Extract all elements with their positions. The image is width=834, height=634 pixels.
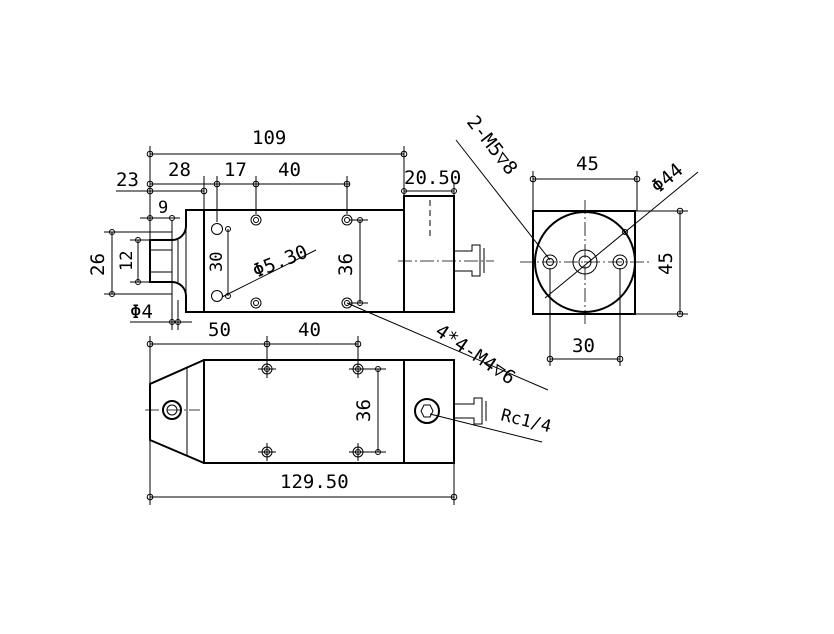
bottom-port-boss — [414, 398, 440, 424]
dim-9: 9 — [158, 198, 168, 218]
leader-tap-front — [346, 302, 549, 391]
dim-30-side: 30 — [572, 335, 595, 357]
dim-36-bottom: 36 — [353, 399, 375, 422]
dim-109: 109 — [252, 127, 286, 149]
front-tapped-hole — [250, 214, 262, 226]
bottom-port-hex — [420, 404, 434, 418]
bottom-fitting — [454, 397, 483, 425]
bottom-view: Rc1/4 50 40 36 129.50 — [145, 319, 553, 505]
dim-12950: 129.50 — [280, 471, 349, 493]
dim-diameter-4: Φ4 — [130, 301, 153, 323]
dim-12: 12 — [117, 251, 137, 271]
leader-diameter-530 — [221, 249, 317, 298]
dim-diameter-44: Φ44 — [647, 159, 687, 198]
front-tapped-hole — [250, 297, 262, 309]
side-view: 45 45 30 Φ44 2-M5▽8 — [455, 112, 699, 366]
dim-40: 40 — [278, 159, 301, 181]
dim-26: 26 — [87, 253, 109, 276]
dim-28: 28 — [168, 159, 191, 181]
dim-50: 50 — [208, 319, 231, 341]
dim-30: 30 — [207, 252, 227, 272]
dim-45-right: 45 — [655, 252, 677, 275]
dim-17: 17 — [224, 159, 247, 181]
leader-tap-side — [455, 139, 551, 261]
bottom-end-cap — [403, 359, 455, 464]
leader-port — [429, 413, 543, 443]
front-hole — [211, 223, 223, 235]
dim-2050: 20.50 — [404, 167, 461, 189]
front-hole — [211, 290, 223, 302]
bottom-tapped-hole — [258, 443, 276, 461]
tap-note-side: 2-M5▽8 — [462, 112, 522, 180]
dim-45-top: 45 — [576, 153, 599, 175]
front-fitting — [454, 244, 481, 277]
leader-diameter-44 — [544, 171, 699, 299]
front-jaw-outline — [149, 209, 204, 313]
dim-40-bottom: 40 — [298, 319, 321, 341]
dim-diameter-530: Φ5.30 — [250, 241, 311, 283]
port-label: Rc1/4 — [499, 405, 554, 437]
tap-note-front: 4*4-M4▽6 — [431, 320, 519, 389]
front-view: 109 28 17 40 23 9 26 12 30 — [87, 127, 549, 391]
dim-36-front: 36 — [335, 253, 357, 276]
bottom-taper — [149, 359, 205, 464]
dim-23: 23 — [116, 169, 139, 191]
front-end-cap — [403, 195, 455, 313]
